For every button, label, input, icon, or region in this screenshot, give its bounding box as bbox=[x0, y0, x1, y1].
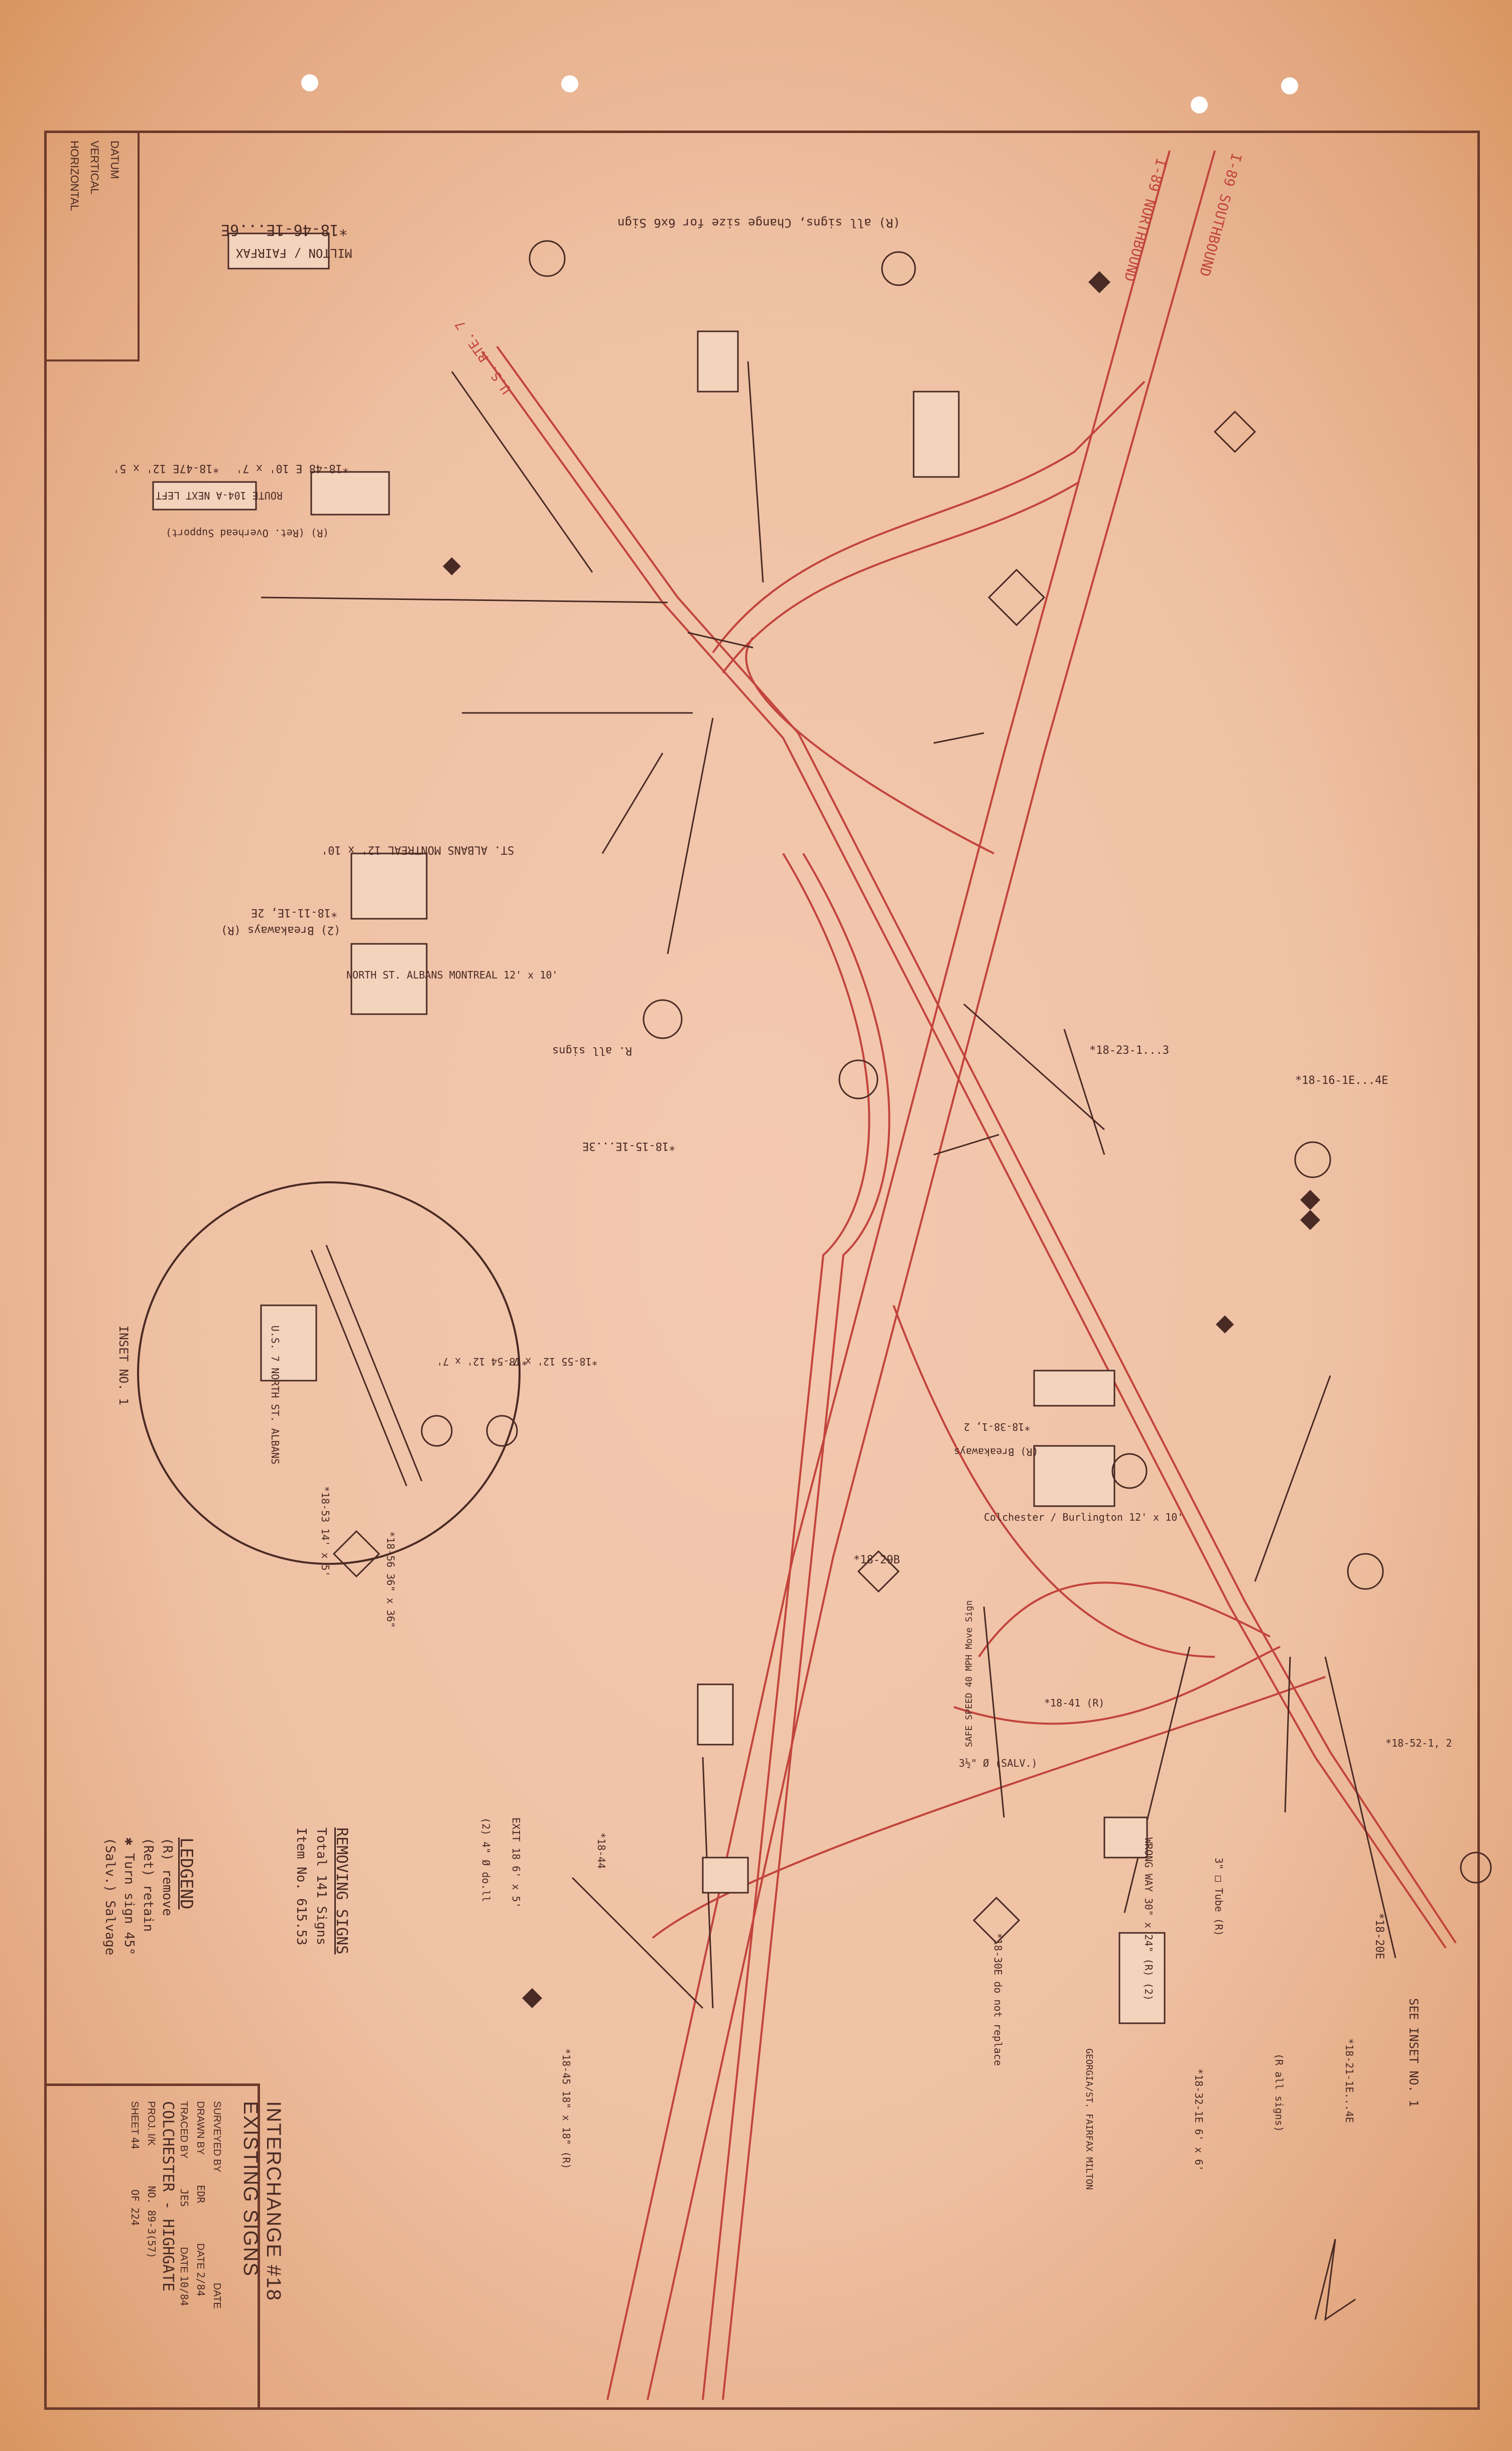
leader-lines bbox=[261, 361, 1397, 2009]
legend-item: (Salv.) Salvage bbox=[102, 1837, 117, 1955]
sign-label-north-st-albans: NORTH ST. ALBANS MONTREAL 12' x 10' bbox=[346, 969, 558, 981]
sign-label-us7-north: U.S. 7 NORTH ST. ALBANS bbox=[269, 1325, 281, 1464]
sign-label-18-30: *18-30E do not replace bbox=[992, 1933, 1004, 2066]
date-label: DATE bbox=[211, 2282, 222, 2309]
title-block: INTERCHANGE #18 EXISTING SIGNS SURVEYED … bbox=[44, 2084, 285, 2410]
sign-label-18-23: *18-23-1...3 bbox=[1089, 1044, 1169, 1057]
punch-hole bbox=[561, 75, 578, 92]
date-drawn: 2/84 bbox=[195, 2272, 207, 2296]
traced-by-label: TRACED BY bbox=[178, 2101, 189, 2159]
sign-label-st-albans-montreal: ST. ALBANS MONTREAL 12' x 10' bbox=[321, 843, 515, 856]
title-line-2: EXISTING SIGNS bbox=[239, 2101, 262, 2277]
punch-hole bbox=[1281, 77, 1298, 94]
drawn-by-value: EDR bbox=[195, 2185, 207, 2203]
road-centerlines bbox=[481, 150, 1457, 2400]
removing-total: Total 141 Signs bbox=[314, 1827, 329, 1945]
sign-label-safe-speed: SAFE SPEED 40 MPH Move Sign bbox=[964, 1600, 974, 1747]
legend-item: ✱ Turn sign 45° bbox=[121, 1837, 137, 1955]
sign-label-18-32: *18-32-1E 6' x 6' bbox=[1193, 2068, 1205, 2171]
sign-label-18-44: *18-44 bbox=[595, 1832, 607, 1869]
sign-label-r-all-signs: (R all signs) bbox=[1273, 2053, 1285, 2132]
sign-label-18-47: *18-47E 12' x 5' bbox=[113, 462, 219, 474]
proj-number: NO. 89-3(57) bbox=[146, 2185, 158, 2259]
sign-label-dowel: (2) 4" Ø do.ll bbox=[480, 1817, 492, 1902]
punch-hole bbox=[301, 74, 318, 91]
date-traced: 10/84 bbox=[178, 2276, 190, 2306]
sheet-number: 44 bbox=[129, 2137, 141, 2149]
sign-label-18-21: *18-21-1E...4E bbox=[1343, 2038, 1355, 2123]
sign-label-route-104a: ROUTE 104-A NEXT LEFT bbox=[156, 489, 283, 502]
sign-label-18-45: *18-45 18" x 18" (R) bbox=[560, 2048, 572, 2169]
surveyed-by-label: SURVEYED BY bbox=[211, 2101, 222, 2172]
sign-label-18-55: *18-55 12' x 7' bbox=[507, 1356, 598, 1368]
sign-label-18-38: *18-38-1, 2 bbox=[964, 1421, 1031, 1433]
drawing-title: INTERCHANGE #18 EXISTING SIGNS bbox=[239, 2101, 285, 2301]
legend: LEDGEND (R) remove (Ret) retain ✱ Turn s… bbox=[100, 1837, 196, 1955]
punch-hole bbox=[1191, 96, 1208, 113]
title-line-1: INTERCHANGE #18 bbox=[263, 2101, 285, 2301]
sign-label-18-41: *18-41 (R) bbox=[1044, 1697, 1105, 1709]
sign-label-exit-18: EXIT 18 6' x 5' bbox=[510, 1817, 522, 1908]
legend-item: (R) remove bbox=[160, 1837, 175, 1916]
sign-label-breakaways: (2) Breakaways (R) bbox=[221, 924, 341, 936]
sign-label-wrong-way: WRONG WAY 30" x 24" (R) (2) bbox=[1143, 1837, 1155, 2001]
traced-by-value: JES bbox=[178, 2188, 190, 2207]
title-fields: SURVEYED BY DATE DRAWN BY EDR DATE 2/84 TRA… bbox=[127, 2101, 225, 2309]
inset-circle bbox=[137, 1181, 521, 1565]
removing-item: Item No. 615.53 bbox=[294, 1827, 309, 1945]
legend-heading: LEDGEND bbox=[176, 1837, 196, 1910]
sign-label-tube: 3" □ Tube (R) bbox=[1213, 1858, 1225, 1936]
drawn-by-label: DRAWN BY bbox=[195, 2101, 206, 2155]
see-inset: SEE INSET NO. 1 bbox=[1407, 1998, 1421, 2107]
sign-label-salv: 3½" Ø (SALV.) bbox=[959, 1757, 1038, 1769]
drawing-border bbox=[44, 131, 1480, 2410]
sheet-label: SHEET bbox=[129, 2101, 140, 2135]
sign-label-georgia-fairfax: GEORGIA/ST. FAIRFAX MILTON bbox=[1084, 2048, 1094, 2190]
legend-item: (Ret) retain bbox=[141, 1837, 156, 1932]
sign-label-18-11: *18-11-1E, 2E bbox=[251, 906, 338, 919]
date-label: DATE bbox=[195, 2243, 206, 2270]
sign-label-18-52: *18-52-1, 2 bbox=[1385, 1737, 1452, 1749]
datum-box: DATUM VERTICAL HORIZONTAL bbox=[44, 131, 140, 361]
inset-title: INSET NO. 1 bbox=[116, 1325, 131, 1405]
sign-label-18-53: *18-53 14' x 5' bbox=[319, 1486, 331, 1577]
project-name: COLCHESTER - HIGHGATE bbox=[159, 2101, 177, 2292]
sign-label-18-15: *18-15-1E...3E bbox=[582, 1140, 676, 1152]
sheet-of: OF 224 bbox=[129, 2189, 141, 2226]
removing-heading: REMOVING SIGNS bbox=[333, 1827, 350, 1954]
sign-label-18-48: *18-48 E 10' x 7' bbox=[236, 462, 349, 474]
sign-label-18-56: *18-56 36" x 36" bbox=[385, 1531, 397, 1628]
sign-label-18-20: *18-20E bbox=[1373, 1913, 1385, 1959]
sign-label-overhead-support: (R) (Ret. Overhead Support) bbox=[166, 527, 329, 539]
north-arrow bbox=[1314, 2239, 1356, 2321]
sign-label-r-breakaways: (R) Breakaways bbox=[954, 1446, 1039, 1458]
sign-label-r-all: R. all signs bbox=[552, 1044, 632, 1057]
diamond-signs bbox=[332, 410, 1256, 1944]
date-label: DATE bbox=[178, 2247, 189, 2273]
shield-signs bbox=[421, 240, 1492, 1884]
sign-label-18-16: *18-16-1E...4E bbox=[1295, 1074, 1389, 1087]
top-note: (R) all signs, Change size for 6x6 Sign bbox=[617, 216, 901, 230]
sign-label-colchester-burlington: Colchester / Burlington 12' x 10' bbox=[984, 1511, 1184, 1523]
sign-boxes bbox=[152, 232, 1166, 2024]
sign-label-18-29b: *18-29B bbox=[853, 1554, 900, 1566]
sign-label-milton-fairfax: MILTON / FAIRFAX bbox=[236, 246, 352, 260]
sign-label-18-46: *18-46-1E...6E bbox=[221, 221, 348, 238]
proj-label: PROJ. I/K bbox=[146, 2101, 157, 2146]
removing-signs: REMOVING SIGNS Total 141 Signs Item No. … bbox=[291, 1827, 351, 1954]
diamond-markers bbox=[443, 271, 1320, 2008]
